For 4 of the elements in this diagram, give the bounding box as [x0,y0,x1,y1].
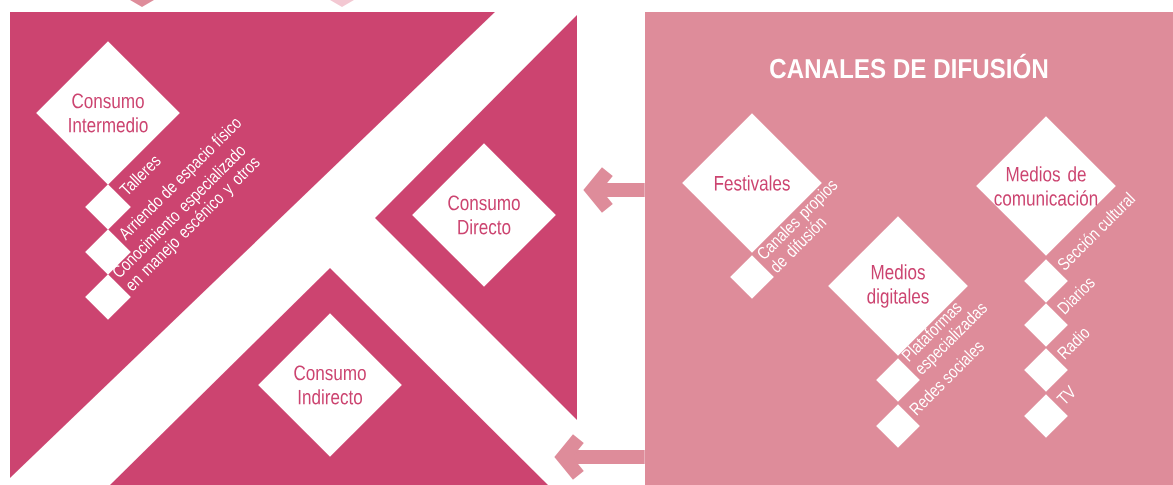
node-label: Consumo Directo [448,195,520,235]
item-label: TV [1056,384,1075,404]
arrow [554,434,645,480]
node-label: Consumo Indirecto [294,365,366,405]
